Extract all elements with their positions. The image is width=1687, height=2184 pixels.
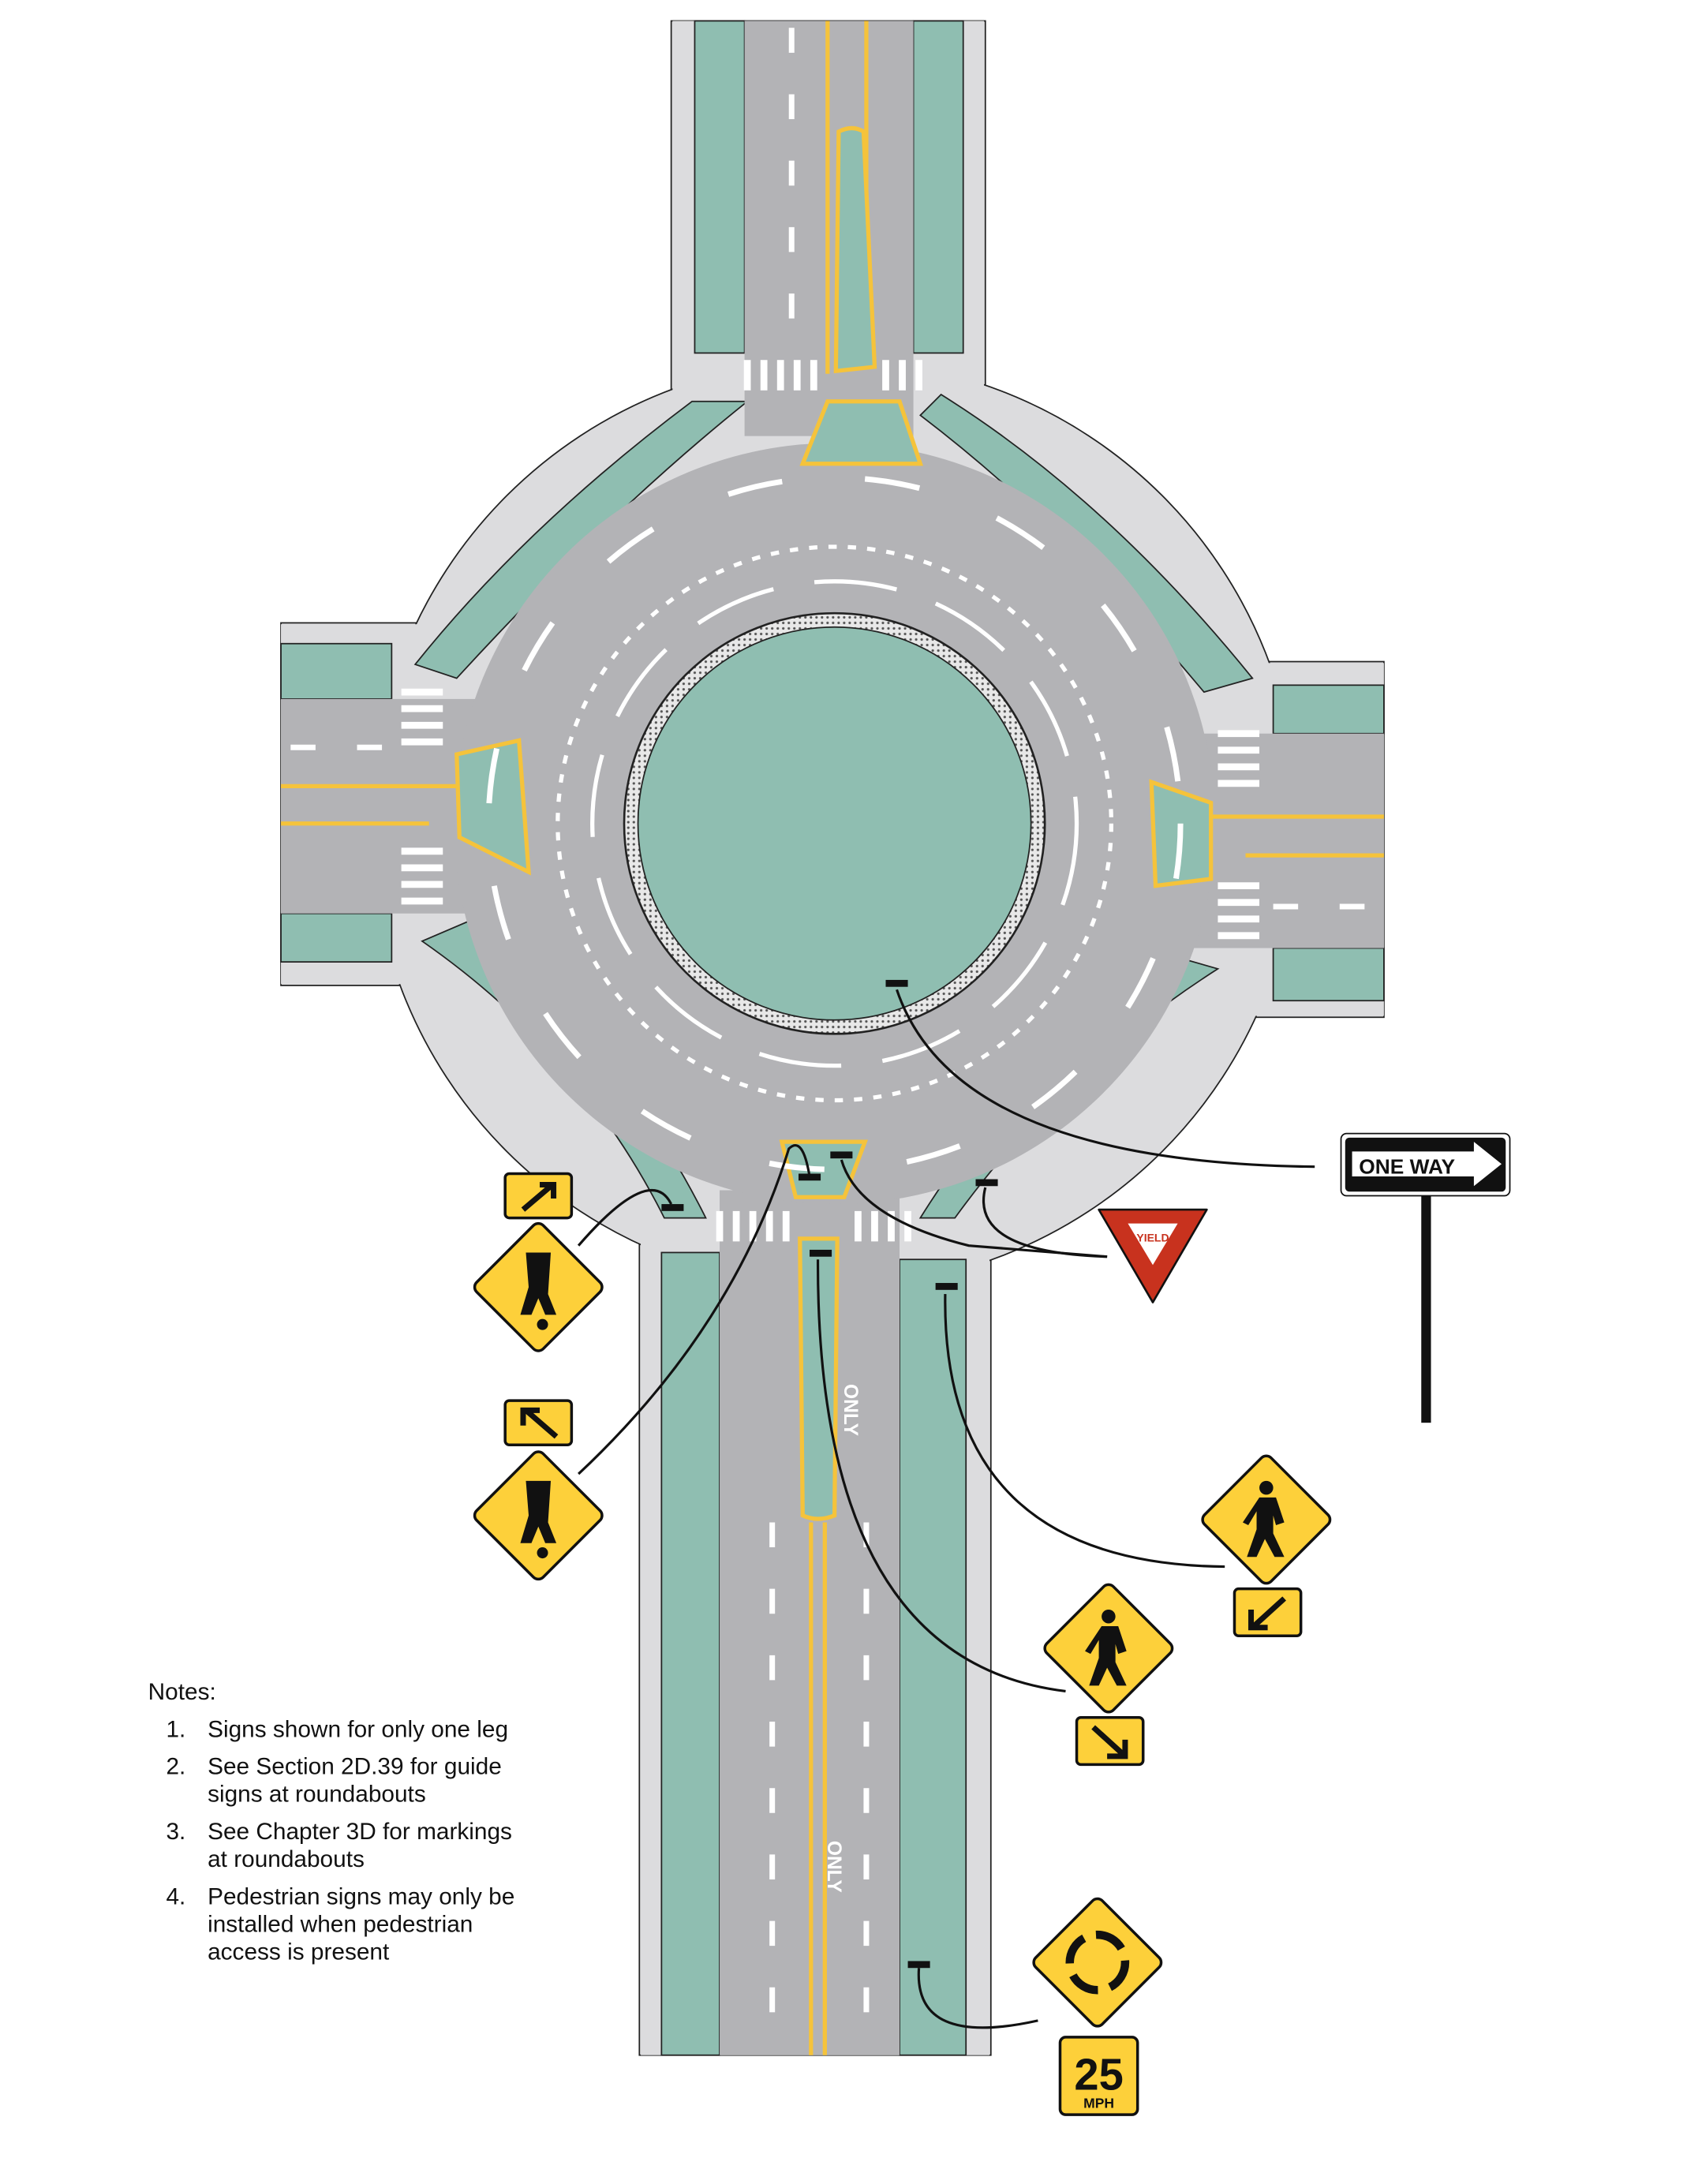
sign-locations bbox=[661, 979, 998, 1969]
arrow-down-left-icon bbox=[1248, 1596, 1286, 1631]
ped-crossing-sign-4 bbox=[1043, 1583, 1174, 1767]
pedestrian-icon bbox=[520, 1252, 557, 1315]
note-line: Pedestrian signs may only be bbox=[208, 1884, 514, 1910]
roundabout-ahead-sign: 25 MPH bbox=[1032, 1897, 1163, 2116]
yield-sign: YIELD bbox=[1098, 1208, 1208, 1303]
speed-unit: MPH bbox=[1083, 2095, 1114, 2111]
note-line: See Section 2D.39 for guide bbox=[208, 1754, 502, 1780]
pedestrian-icon bbox=[1242, 1497, 1285, 1558]
ped-crossing-sign-1 bbox=[473, 1172, 604, 1352]
ped-crossing-sign-3 bbox=[1201, 1454, 1332, 1638]
note-line: access is present bbox=[208, 1939, 390, 1965]
pedestrian-icon bbox=[1085, 1626, 1127, 1686]
arrow-up-left-icon bbox=[520, 1407, 559, 1439]
central-island bbox=[637, 626, 1032, 1021]
note-line: signs at roundabouts bbox=[208, 1782, 426, 1808]
arrow-up-right-icon bbox=[521, 1182, 557, 1212]
crosswalks bbox=[401, 360, 1260, 1242]
note-line: at roundabouts bbox=[208, 1846, 365, 1872]
leader-lines bbox=[577, 989, 1315, 2029]
note-line: installed when pedestrian bbox=[208, 1912, 473, 1938]
splitter-islands bbox=[454, 125, 1214, 1521]
yield-label: YIELD bbox=[1136, 1231, 1169, 1243]
speed-value: 25 bbox=[1074, 2050, 1123, 2100]
note-line: Signs shown for only one leg bbox=[208, 1716, 508, 1742]
only-marking-upper: ONLY bbox=[840, 1384, 861, 1436]
notes: Notes: 1. Signs shown for only one leg 2… bbox=[148, 1679, 515, 1965]
note-number: 1. bbox=[166, 1716, 185, 1742]
one-way-label: ONE WAY bbox=[1359, 1154, 1455, 1178]
one-way-sign: ONE WAY bbox=[1340, 1132, 1511, 1423]
only-marking-lower: ONLY bbox=[823, 1841, 844, 1893]
note-number: 4. bbox=[166, 1884, 185, 1910]
ped-crossing-sign-2 bbox=[473, 1399, 604, 1581]
arrow-down-right-icon bbox=[1091, 1725, 1128, 1760]
circulatory-markings bbox=[485, 474, 1184, 1172]
note-number: 2. bbox=[166, 1754, 185, 1780]
pedestrian-icon bbox=[520, 1480, 557, 1543]
notes-title: Notes: bbox=[148, 1679, 216, 1705]
lane-lines bbox=[290, 28, 1384, 2048]
note-number: 3. bbox=[166, 1819, 185, 1845]
note-line: See Chapter 3D for markings bbox=[208, 1819, 512, 1845]
circular-arrows-icon bbox=[1065, 1930, 1130, 1995]
